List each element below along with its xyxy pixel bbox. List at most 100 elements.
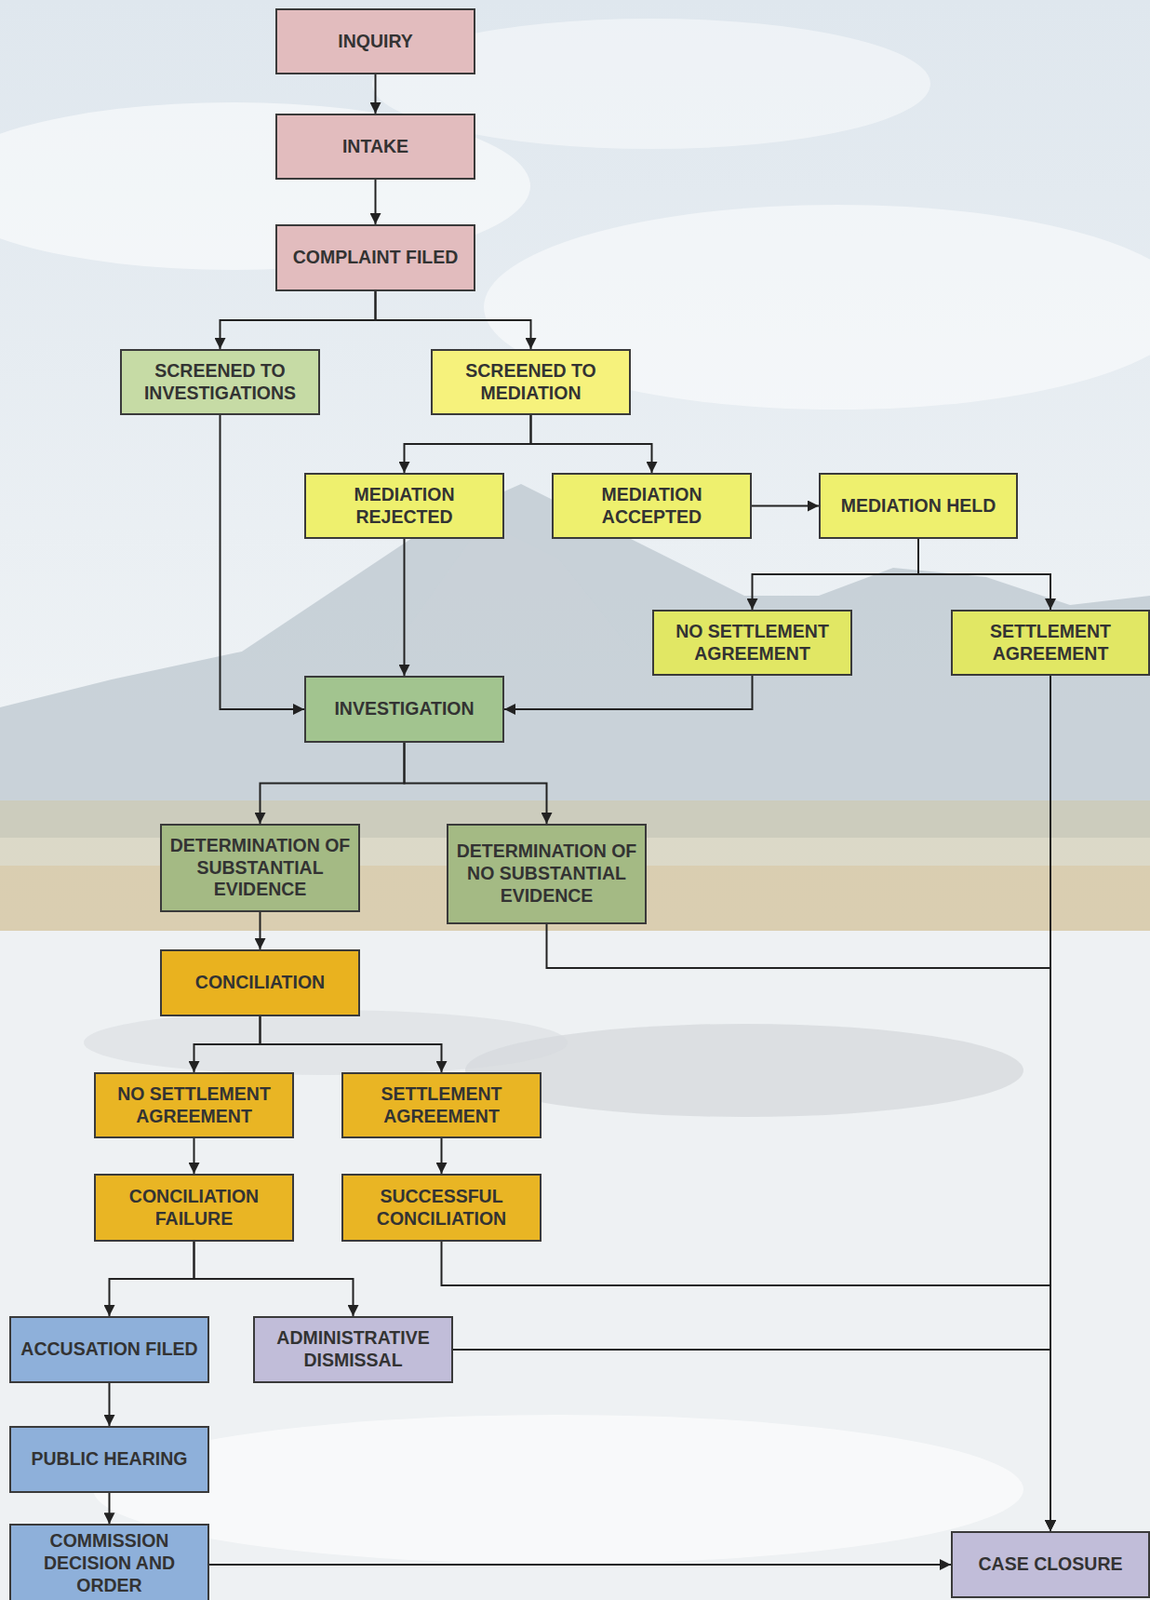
process-box: SETTLEMENT AGREEMENT — [341, 1071, 542, 1138]
box-body: MEDIATION ACCEPTED — [553, 483, 750, 529]
process-box: COMMISSION DECISION AND ORDER — [9, 1523, 210, 1600]
glacier — [0, 930, 1150, 1600]
flow-arrow — [441, 1241, 1052, 1531]
process-box: SCREENED TO MEDIATION — [430, 348, 631, 415]
flow-arrow — [109, 1241, 195, 1316]
snow — [93, 1414, 1024, 1564]
box-label: CONCILIATION FAILURE — [101, 1185, 287, 1231]
box-label: CONCILIATION — [167, 971, 353, 994]
flow-arrow — [259, 911, 262, 950]
process-box: CONCILIATION FAILURE — [93, 1173, 295, 1242]
box-label: ADMINISTRATIVE DISMISSAL — [260, 1326, 446, 1372]
box-body: MEDIATION HELD — [820, 494, 1017, 518]
box-body: NO SETTLEMENT AGREEMENT — [654, 620, 851, 666]
box-body: ACCUSATION FILED — [11, 1337, 208, 1361]
process-box: SETTLEMENT AGREEMENT — [950, 609, 1150, 676]
flow-arrow — [403, 538, 406, 676]
process-box: INVESTIGATION — [304, 675, 505, 743]
box-body: SETTLEMENT AGREEMENT — [343, 1083, 540, 1128]
box-label: SETTLEMENT AGREEMENT — [958, 620, 1143, 666]
process-box: DETERMINATION OF SUBSTANTIAL EVIDENCE — [160, 823, 361, 912]
box-label: COMMISSION DECISION AND ORDER — [16, 1529, 202, 1596]
box-body: COMPLAINT FILED — [277, 246, 474, 269]
flow-arrow — [260, 742, 405, 824]
process-box: DETERMINATION OF NO SUBSTANTIAL EVIDENCE — [446, 823, 647, 924]
flow-arrow — [404, 742, 548, 824]
box-label: MEDIATION REJECTED — [311, 483, 497, 529]
process-box: SCREENED TO INVESTIGATIONS — [120, 348, 321, 415]
flow-arrow — [194, 1016, 261, 1072]
box-body: INQUIRY — [277, 30, 474, 54]
box-body: CASE CLOSURE — [952, 1552, 1149, 1576]
box-body: ADMINISTRATIVE DISMISSAL — [254, 1326, 452, 1372]
box-body: CONCILIATION FAILURE — [95, 1185, 293, 1231]
box-label: COMPLAINT FILED — [282, 246, 469, 269]
flow-arrow — [375, 291, 532, 349]
flow-arrow — [108, 1492, 111, 1524]
box-body: SCREENED TO INVESTIGATIONS — [121, 360, 319, 405]
box-body: DETERMINATION OF SUBSTANTIAL EVIDENCE — [161, 834, 359, 901]
box-body: PUBLIC HEARING — [11, 1447, 208, 1471]
box-label: DETERMINATION OF SUBSTANTIAL EVIDENCE — [167, 834, 353, 901]
process-box: MEDIATION REJECTED — [304, 472, 505, 539]
process-box: MEDIATION HELD — [818, 472, 1018, 539]
box-label: DETERMINATION OF NO SUBSTANTIAL EVIDENCE — [454, 840, 640, 907]
flow-arrow — [751, 505, 819, 508]
box-body: NO SETTLEMENT AGREEMENT — [95, 1083, 293, 1128]
connector-group — [109, 74, 1052, 1565]
box-body: INTAKE — [277, 135, 474, 159]
box-label: PUBLIC HEARING — [16, 1447, 202, 1471]
box-label: SETTLEMENT AGREEMENT — [348, 1083, 535, 1128]
box-body: DETERMINATION OF NO SUBSTANTIAL EVIDENCE — [448, 840, 645, 907]
box-body: MEDIATION REJECTED — [306, 483, 503, 529]
flow-arrow — [108, 1382, 111, 1426]
box-label: INVESTIGATION — [311, 697, 497, 721]
box-body: SUCCESSFUL CONCILIATION — [343, 1185, 540, 1231]
process-box: SUCCESSFUL CONCILIATION — [341, 1173, 542, 1242]
flow-arrow — [374, 74, 377, 114]
process-box: ADMINISTRATIVE DISMISSAL — [253, 1315, 454, 1383]
process-box: NO SETTLEMENT AGREEMENT — [93, 1071, 295, 1138]
box-label: ACCUSATION FILED — [16, 1337, 202, 1361]
box-body: SCREENED TO MEDIATION — [432, 360, 629, 405]
flow-arrow — [504, 675, 753, 709]
box-label: INQUIRY — [282, 30, 469, 54]
process-box: MEDIATION ACCEPTED — [551, 472, 752, 539]
flow-arrow — [441, 1137, 443, 1174]
box-label: NO SETTLEMENT AGREEMENT — [659, 620, 845, 666]
box-body: SETTLEMENT AGREEMENT — [952, 620, 1149, 666]
process-box: COMPLAINT FILED — [275, 224, 476, 292]
flow-arrow — [453, 1349, 1051, 1531]
box-label: INTAKE — [282, 135, 469, 159]
flow-arrow — [260, 1016, 442, 1072]
flow-arrow — [547, 923, 1052, 1531]
process-box: NO SETTLEMENT AGREEMENT — [652, 609, 853, 676]
process-box: INTAKE — [275, 113, 476, 180]
flow-arrow — [374, 179, 377, 225]
flow-arrow — [404, 414, 532, 473]
box-label: MEDIATION ACCEPTED — [559, 483, 745, 529]
flow-arrow — [194, 1241, 354, 1316]
rock — [83, 1009, 568, 1075]
box-label: CASE CLOSURE — [958, 1552, 1143, 1576]
forest — [0, 800, 1150, 940]
box-body: INVESTIGATION — [306, 697, 503, 721]
box-label: SUCCESSFUL CONCILIATION — [348, 1185, 535, 1231]
flow-arrow — [531, 414, 653, 473]
process-box: CASE CLOSURE — [950, 1530, 1150, 1598]
box-label: NO SETTLEMENT AGREEMENT — [101, 1083, 287, 1128]
flow-arrow — [220, 291, 376, 349]
flow-arrow — [209, 1563, 951, 1565]
box-label: SCREENED TO MEDIATION — [438, 360, 624, 405]
mountain — [390, 521, 633, 652]
box-label: MEDIATION HELD — [826, 494, 1011, 518]
process-box: PUBLIC HEARING — [9, 1425, 210, 1493]
flow-arrow — [752, 538, 920, 610]
box-body: COMMISSION DECISION AND ORDER — [11, 1529, 208, 1596]
box-body: CONCILIATION — [161, 971, 359, 994]
flow-arrow — [220, 414, 306, 709]
process-box: INQUIRY — [275, 8, 476, 75]
process-box: ACCUSATION FILED — [9, 1315, 210, 1383]
flow-arrow — [918, 538, 1051, 610]
